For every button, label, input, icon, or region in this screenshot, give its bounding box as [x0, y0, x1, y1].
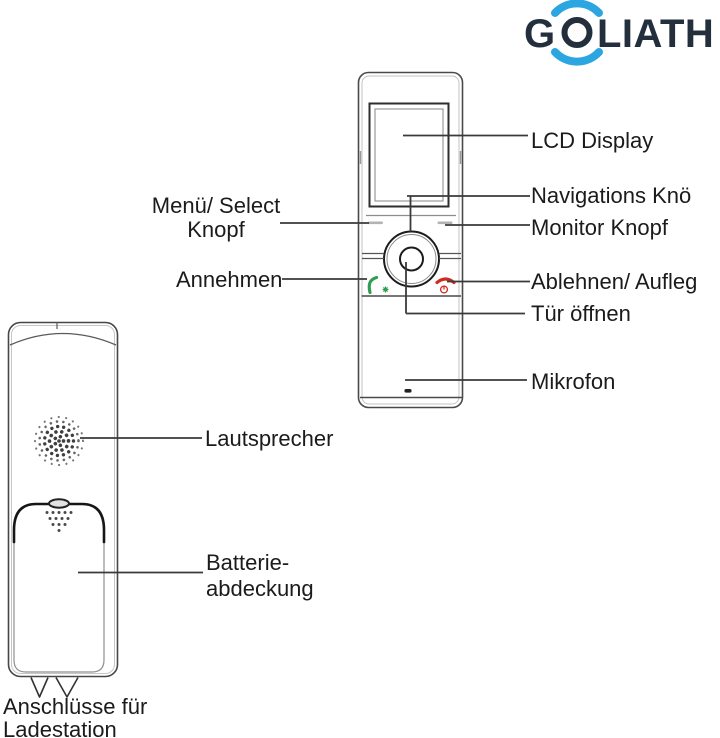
back-body-inner-line	[11, 325, 115, 674]
label-navigations-knoepfe: Navigations Knö	[531, 183, 692, 208]
label-monitor-knopf: Monitor Knopf	[531, 215, 668, 240]
charging-contact-pins	[30, 677, 79, 698]
label-ablehnen-auflegen: Ablehnen/ Aufleg	[531, 269, 698, 294]
label-anschluesse-line2: Ladestation	[3, 717, 117, 738]
logo-top-arc-icon	[551, 0, 603, 17]
label-annehmen: Annehmen	[176, 267, 283, 292]
logo-text-left: G	[524, 12, 556, 56]
label-anschluesse-line1: Anschlüsse für	[3, 694, 148, 719]
logo-bottom-arc-icon	[551, 48, 603, 66]
label-anschluesse-ladestation: Anschlüsse für Ladestation	[3, 695, 147, 738]
back-top-curve	[9, 332, 117, 346]
goliath-logo: G LIATH	[524, 0, 714, 66]
navigation-ring-inner-line	[386, 234, 437, 284]
speaker-grille	[33, 415, 85, 467]
ring-side-arms	[362, 252, 461, 260]
label-lautsprecher: Lautsprecher	[205, 426, 334, 451]
label-menu-select-knopf: Menü/ Select Knopf	[146, 194, 286, 242]
lcd-screen-inner	[374, 108, 444, 202]
right-softkey	[437, 221, 453, 225]
microphone-hole	[404, 389, 412, 393]
logo-o-ring-icon	[561, 17, 593, 48]
label-batterieabdeckung: Batterie- abdeckung	[206, 550, 314, 602]
label-batterie-line2: abdeckung	[206, 576, 314, 601]
label-menu-select-line1: Menü/ Select	[151, 193, 281, 218]
label-lcd-display: LCD Display	[531, 128, 654, 153]
lcd-screen-frame	[368, 102, 450, 208]
select-center-button	[399, 246, 424, 272]
answer-call-icon	[367, 275, 389, 295]
label-batterie-line1: Batterie-	[206, 550, 290, 575]
front-body-inner-line	[361, 75, 460, 405]
battery-cover-latch	[48, 498, 70, 509]
label-menu-select-line2: Knopf	[187, 217, 245, 242]
callout-leader-lines	[78, 134, 530, 574]
battery-cover-grip-dots	[45, 511, 73, 532]
label-mikrofon: Mikrofon	[531, 369, 616, 394]
logo-text-right: LIATH	[597, 12, 714, 56]
label-tuer-oeffnen: Tür öffnen	[531, 301, 631, 326]
handset-front-view	[357, 71, 464, 409]
handset-back-view	[7, 321, 119, 698]
left-softkey	[368, 221, 383, 225]
